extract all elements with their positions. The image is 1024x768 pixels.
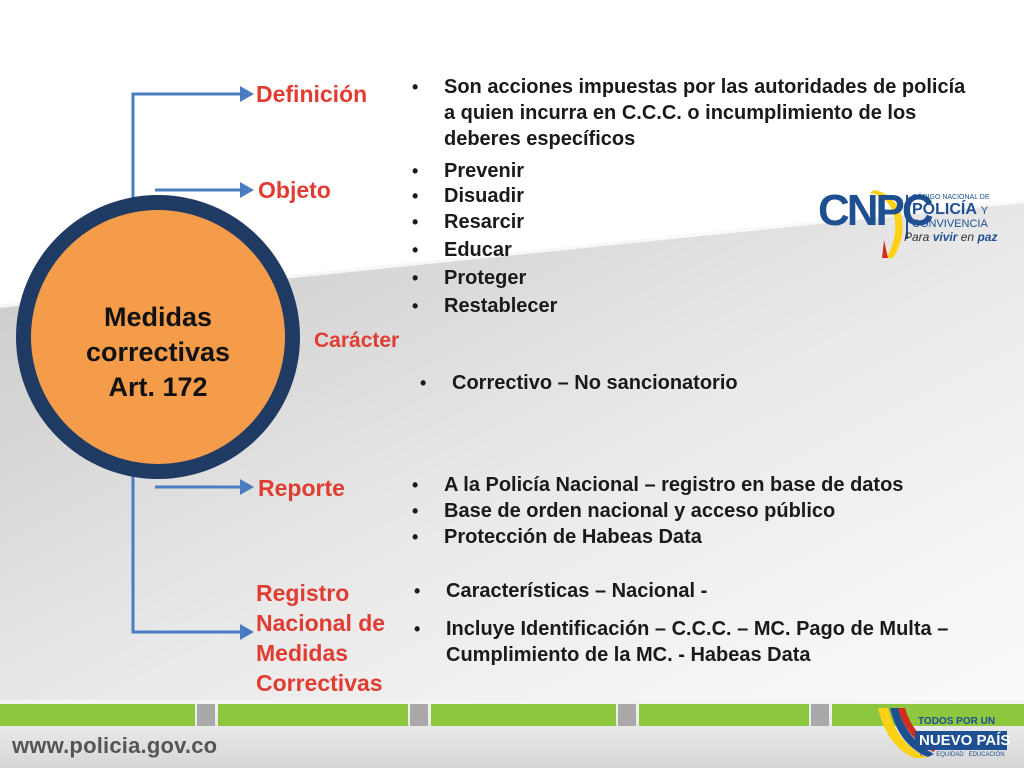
- bullet-item: • Características – Nacional -: [410, 578, 970, 604]
- footer-stripe: [0, 704, 1024, 726]
- logo-policia-word: POLICÍA: [912, 201, 977, 218]
- bullet-dot-icon: •: [420, 373, 427, 393]
- branch-label-definicion: Definición: [256, 81, 368, 107]
- bullet-dot-icon: •: [412, 161, 419, 181]
- bullet-dot-icon: •: [412, 475, 419, 495]
- bullet-text: A la Policía Nacional – registro en base…: [444, 474, 904, 496]
- bullet-text: Resarcir: [444, 211, 525, 233]
- logo-tagline: Para vivir en paz: [904, 230, 997, 244]
- logo-policia: POLICÍA Y: [912, 201, 988, 219]
- footer-brand-line1: TODOS POR UN: [918, 716, 996, 727]
- bullet-text: Base de orden nacional y acceso público: [444, 500, 836, 522]
- logo-tagline-word: vivir: [932, 230, 958, 244]
- bullet-text: Disuadir: [444, 185, 525, 207]
- footer-brand-tagline: PAZ EQUIDAD EDUCACIÓN: [920, 752, 1005, 758]
- nuevo-pais-box: [915, 731, 1007, 750]
- bullet-item: • A la Policía Nacional – registro en bas…: [408, 472, 1008, 498]
- center-title-line: Art. 172: [108, 372, 208, 402]
- branch-label-line: Nacional de: [256, 610, 386, 636]
- branch-label-line: Medidas: [256, 640, 349, 666]
- bullet-item: • Proteger: [408, 264, 708, 292]
- center-title-line: Medidas: [103, 302, 213, 332]
- bullet-dot-icon: •: [412, 77, 419, 97]
- logo-y: Y: [980, 205, 989, 217]
- bullet-dot-icon: •: [412, 186, 419, 206]
- bullet-text: Incluye Identificación – C.C.C. – MC. Pa…: [446, 618, 949, 666]
- logo-tagline-word: paz: [977, 230, 998, 244]
- connector-arrowheads: [240, 86, 254, 640]
- bullet-text: Correctivo – No sancionatorio: [452, 372, 738, 394]
- footer-url[interactable]: www.policia.gov.co: [12, 733, 218, 758]
- bullet-item: • Resarcir: [408, 208, 708, 236]
- reporte-bullets: • A la Policía Nacional – registro en bas…: [408, 472, 1008, 550]
- bullet-dot-icon: •: [412, 268, 419, 288]
- logo-tagline-word: en: [960, 230, 975, 244]
- bullet-item: • Prevenir: [408, 158, 708, 184]
- bullet-item: • Son acciones impuestas por las autorida…: [408, 74, 978, 152]
- bullet-text: Educar: [444, 239, 512, 261]
- bullet-text: Proteger: [444, 267, 527, 289]
- branch-label-line: Registro: [256, 580, 350, 606]
- bullet-text: Son acciones impuestas por las autoridad…: [444, 76, 966, 150]
- branch-label-reporte: Reporte: [258, 475, 345, 501]
- logo-convivencia: CONVIVENCIA: [912, 218, 988, 230]
- logo-small-text: CÓDIGO NACIONAL DE: [912, 194, 990, 201]
- bullet-item: • Educar: [408, 236, 708, 264]
- bullet-dot-icon: •: [414, 581, 421, 601]
- footer-brand-line2: NUEVO PAÍS: [919, 732, 1011, 749]
- bullet-item: • Disuadir: [408, 184, 708, 208]
- center-title: Medidas correctivas Art. 172: [38, 300, 278, 405]
- bullet-text: Protección de Habeas Data: [444, 526, 702, 548]
- caracter-bullets: • Correctivo – No sancionatorio: [416, 370, 866, 396]
- objeto-bullets: • Prevenir • Disuadir • Resarcir • Educar • P…: [408, 158, 708, 320]
- branch-label-objeto: Objeto: [258, 177, 331, 203]
- cnpc-logo-graphic: [870, 190, 908, 258]
- branch-label-registro: Registro Nacional de Medidas Correctivas: [256, 578, 385, 698]
- bullet-dot-icon: •: [412, 527, 419, 547]
- bullet-item: • Restablecer: [408, 292, 708, 320]
- bullet-item: • Protección de Habeas Data: [408, 524, 1008, 550]
- bullet-dot-icon: •: [412, 212, 419, 232]
- bullet-item: • Correctivo – No sancionatorio: [416, 370, 866, 396]
- bullet-item: • Base de orden nacional y acceso público: [408, 498, 1008, 524]
- cnpc-logo-letters: CNPC: [818, 186, 934, 235]
- bullet-dot-icon: •: [412, 296, 419, 316]
- center-title-line: correctivas: [85, 337, 231, 367]
- branch-label-caracter: Carácter: [314, 329, 400, 352]
- branch-label-line: Correctivas: [256, 670, 383, 696]
- bullet-text: Prevenir: [444, 160, 525, 182]
- bullet-item: • Incluye Identificación – C.C.C. – MC. P…: [410, 616, 970, 668]
- logo-tagline-word: Para: [904, 230, 930, 244]
- bullet-dot-icon: •: [412, 240, 419, 260]
- bullet-dot-icon: •: [414, 619, 421, 639]
- definicion-bullets: • Son acciones impuestas por las autorida…: [408, 74, 978, 152]
- registro-bullets: • Características – Nacional - • Incluye I…: [410, 578, 970, 668]
- bullet-text: Restablecer: [444, 295, 558, 317]
- center-circle: [31, 210, 285, 464]
- bullet-dot-icon: •: [412, 501, 419, 521]
- bullet-text: Características – Nacional -: [446, 580, 708, 602]
